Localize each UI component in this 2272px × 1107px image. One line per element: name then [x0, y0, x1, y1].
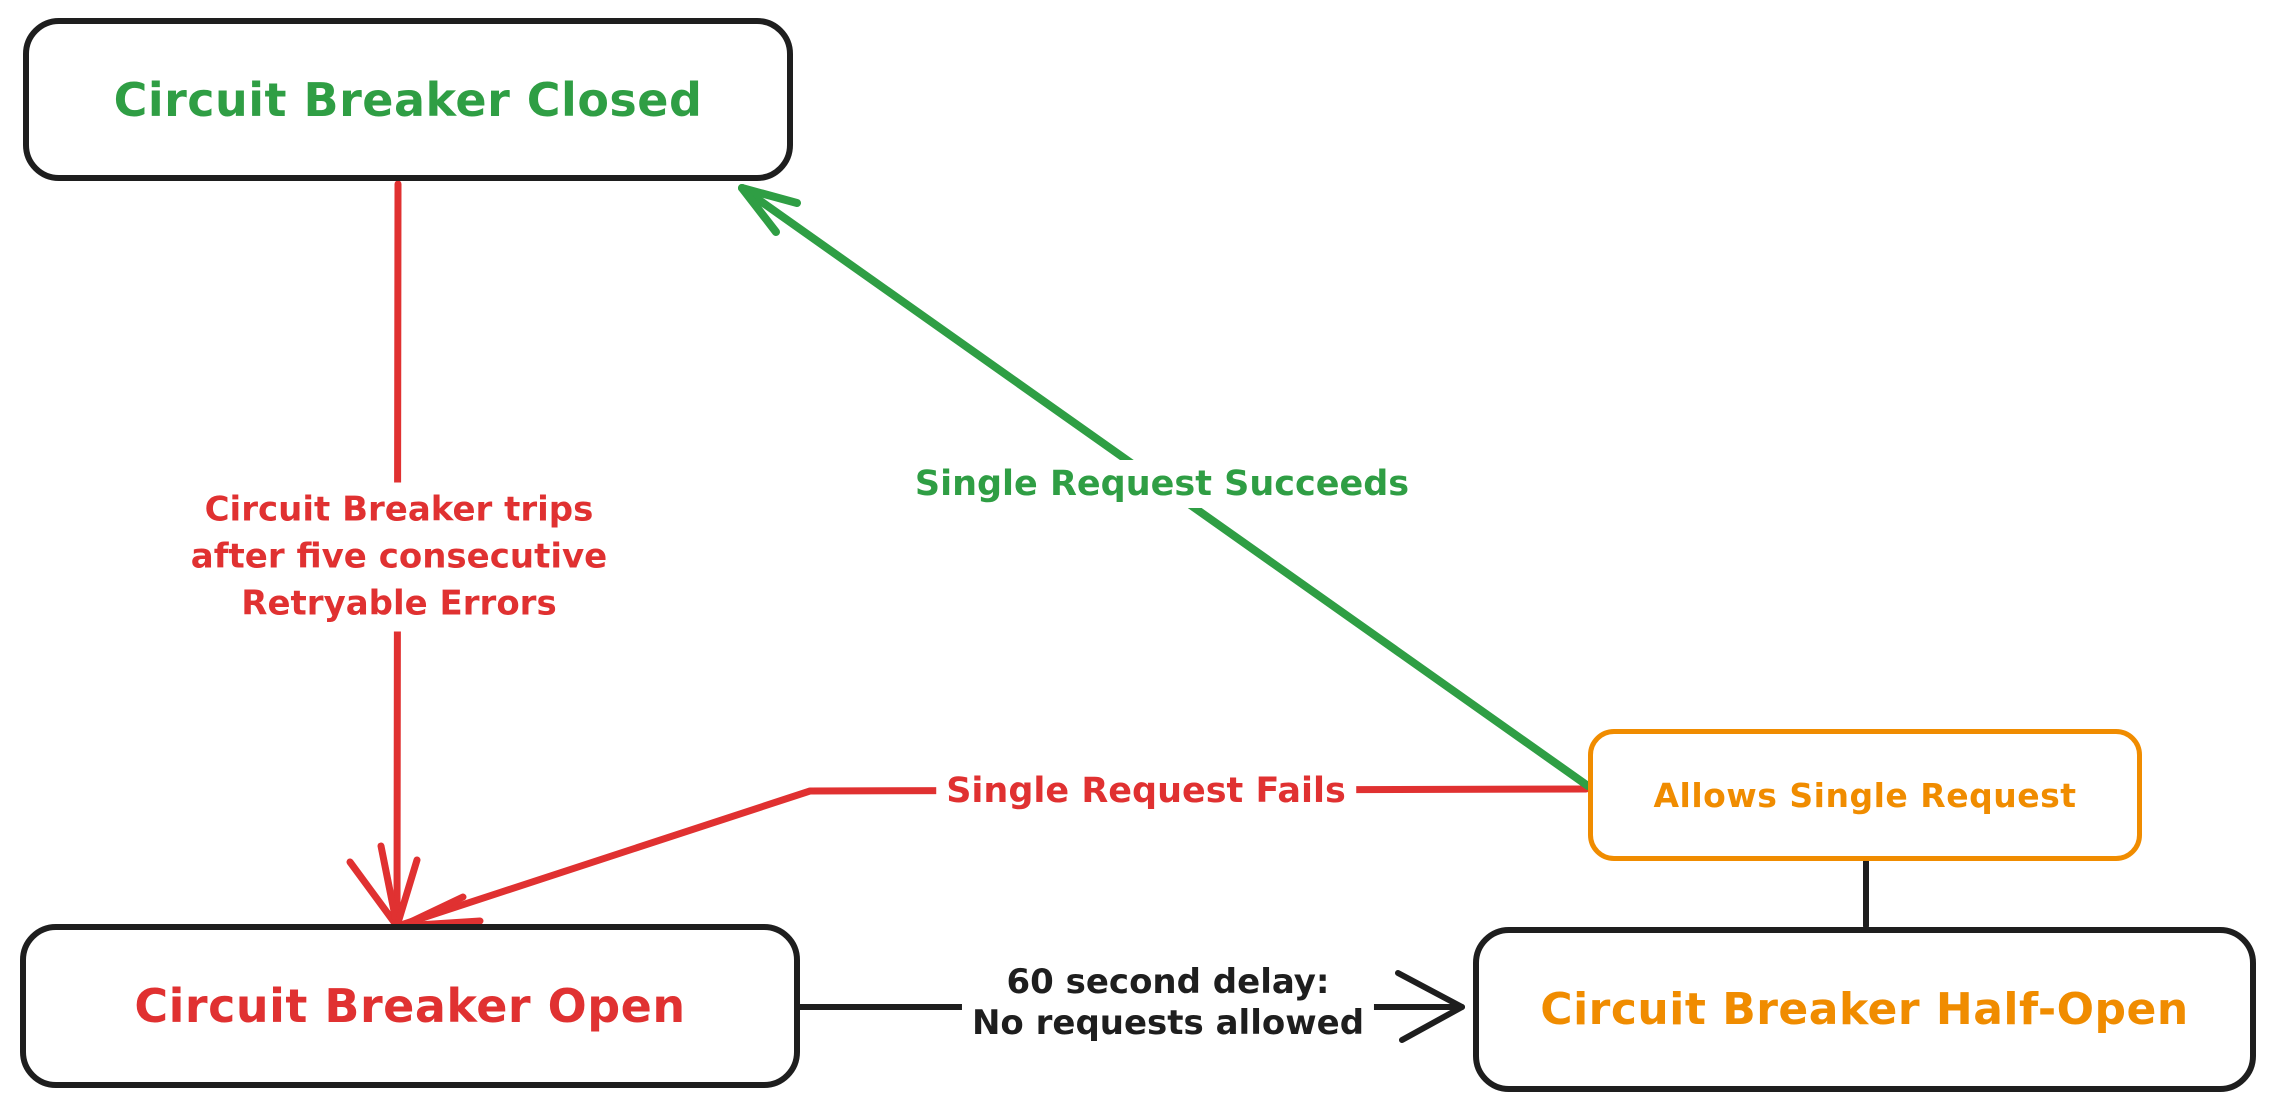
state-label-closed: Circuit Breaker Closed — [113, 72, 703, 127]
state-box-half-open: Circuit Breaker Half-Open — [1473, 927, 2256, 1092]
state-label-open: Circuit Breaker Open — [134, 979, 686, 1033]
edge-label-trips: Circuit Breaker trips after five consecu… — [180, 482, 618, 632]
edge-label-delay: 60 second delay: No requests allowed — [961, 958, 1375, 1048]
state-label-half-open: Circuit Breaker Half-Open — [1540, 984, 2189, 1035]
edge-label-trips-line1: Circuit Breaker trips — [204, 489, 594, 530]
state-label-allows-single-request: Allows Single Request — [1653, 775, 2077, 815]
edge-label-trips-line2: after five consecutive — [190, 536, 608, 577]
state-box-allows-single-request: Allows Single Request — [1588, 729, 2142, 861]
state-box-open: Circuit Breaker Open — [20, 924, 800, 1088]
edge-label-delay-line1: 60 second delay: — [1006, 962, 1330, 1002]
edge-label-delay-line2: No requests allowed — [971, 1003, 1365, 1043]
edge-label-trips-line3: Retryable Errors — [241, 583, 557, 624]
edge-label-succeeds: Single Request Succeeds — [904, 460, 1420, 508]
state-box-closed: Circuit Breaker Closed — [23, 18, 793, 181]
edge-label-fails: Single Request Fails — [936, 767, 1356, 815]
